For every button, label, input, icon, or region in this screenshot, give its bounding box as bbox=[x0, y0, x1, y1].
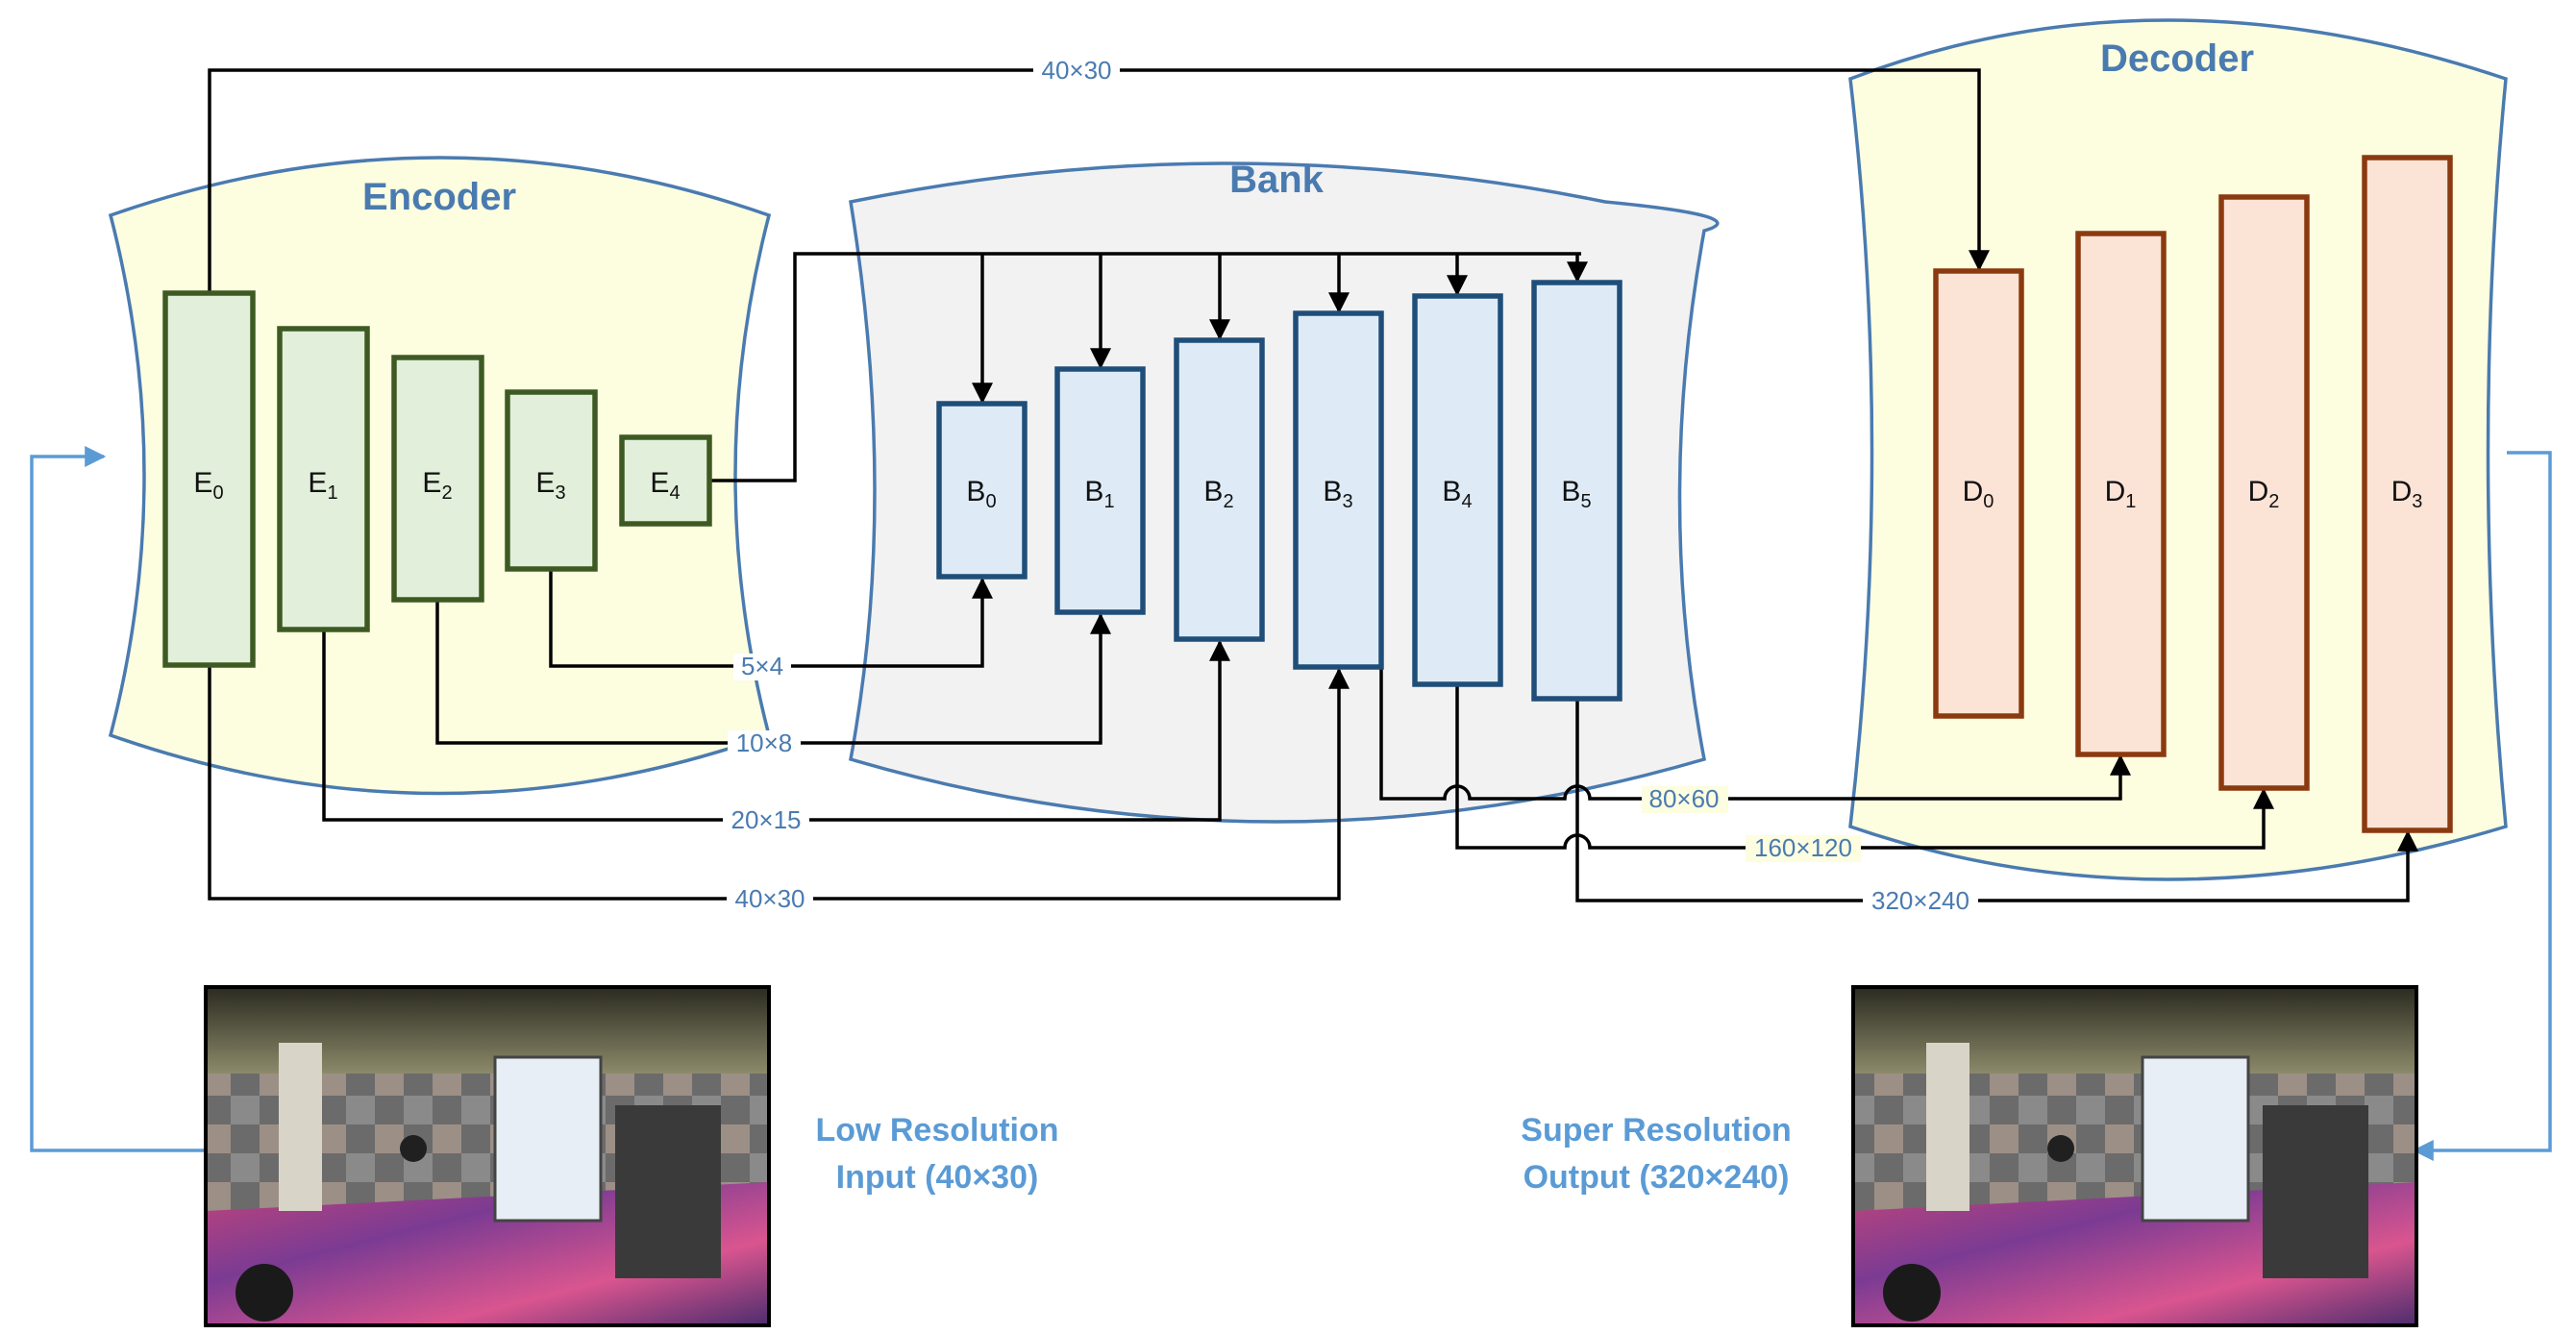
block-label: B3 bbox=[1323, 476, 1352, 512]
decoder-block-d2: D2 bbox=[2218, 194, 2310, 791]
block-label: E3 bbox=[535, 467, 565, 504]
block-label: B2 bbox=[1203, 476, 1233, 512]
res-label-5x4: 5×4 bbox=[741, 652, 783, 680]
bank-blocks: B0 B1 B2 B3 B4 B5 bbox=[936, 280, 1622, 702]
encoder-block-e1: E1 bbox=[277, 326, 370, 632]
bank-block-b0: B0 bbox=[936, 401, 1028, 580]
block-label: D2 bbox=[2248, 476, 2280, 512]
decoder-block-d0: D0 bbox=[1933, 268, 2024, 719]
conn-b5-d3 bbox=[1575, 699, 2418, 902]
output-caption-line2: Output (320×240) bbox=[1523, 1159, 1790, 1196]
res-label-80x60: 80×60 bbox=[1648, 784, 1719, 813]
encoder-title: Encoder bbox=[362, 176, 516, 218]
block-label: E0 bbox=[193, 467, 223, 504]
block-label: B1 bbox=[1084, 476, 1114, 512]
block-label: B0 bbox=[966, 476, 996, 512]
decoder-title: Decoder bbox=[2100, 37, 2254, 80]
encoder-blocks: E0 E1 E2 E3 E4 bbox=[162, 290, 712, 668]
bank-block-b3: B3 bbox=[1293, 310, 1384, 670]
encoder-block-e2: E2 bbox=[391, 355, 484, 603]
encoder-block-e0: E0 bbox=[162, 290, 256, 668]
bank-block-b5: B5 bbox=[1531, 280, 1622, 702]
block-label: D1 bbox=[2105, 476, 2137, 512]
block-label: E1 bbox=[308, 467, 337, 504]
input-feed-line bbox=[30, 446, 206, 1152]
conn-b3-d1 bbox=[1339, 664, 2131, 801]
block-label: E4 bbox=[650, 467, 680, 504]
res-label-20x15: 20×15 bbox=[731, 805, 801, 834]
block-label: B5 bbox=[1561, 476, 1591, 512]
decoder-blocks: D0 D1 D2 D3 bbox=[1933, 155, 2453, 833]
decoder-block-d1: D1 bbox=[2075, 231, 2167, 757]
res-label-top: 40×30 bbox=[1041, 56, 1111, 85]
res-label-320x240: 320×240 bbox=[1871, 886, 1969, 915]
block-label: D0 bbox=[1963, 476, 1994, 512]
decoder-block-d3: D3 bbox=[2362, 155, 2453, 833]
block-label: B4 bbox=[1442, 476, 1472, 512]
captions: Low Resolution Input (40×30) Super Resol… bbox=[815, 1112, 1791, 1196]
bank-block-b1: B1 bbox=[1054, 366, 1146, 615]
res-label-40x30: 40×30 bbox=[734, 884, 805, 913]
bank-title: Bank bbox=[1229, 159, 1325, 201]
output-caption-line1: Super Resolution bbox=[1521, 1112, 1791, 1149]
bank-block-b4: B4 bbox=[1412, 293, 1503, 687]
input-frame-image bbox=[204, 985, 771, 1327]
resolution-labels: 40×30 5×4 10×8 20×15 40×30 80×60 160×120… bbox=[723, 56, 1978, 915]
bank-block-b2: B2 bbox=[1174, 337, 1265, 642]
res-label-160x120: 160×120 bbox=[1754, 833, 1852, 862]
input-caption-line2: Input (40×30) bbox=[836, 1159, 1039, 1196]
encoder-block-e4: E4 bbox=[619, 434, 712, 527]
block-label: D3 bbox=[2391, 476, 2423, 512]
output-frame-image bbox=[1851, 985, 2418, 1327]
output-feed-line bbox=[2412, 451, 2552, 1161]
input-caption-line1: Low Resolution bbox=[815, 1112, 1058, 1149]
encoder-block-e3: E3 bbox=[505, 389, 598, 572]
block-label: E2 bbox=[422, 467, 452, 504]
bus-e4-bank-line bbox=[711, 252, 1581, 482]
res-label-10x8: 10×8 bbox=[736, 729, 793, 757]
